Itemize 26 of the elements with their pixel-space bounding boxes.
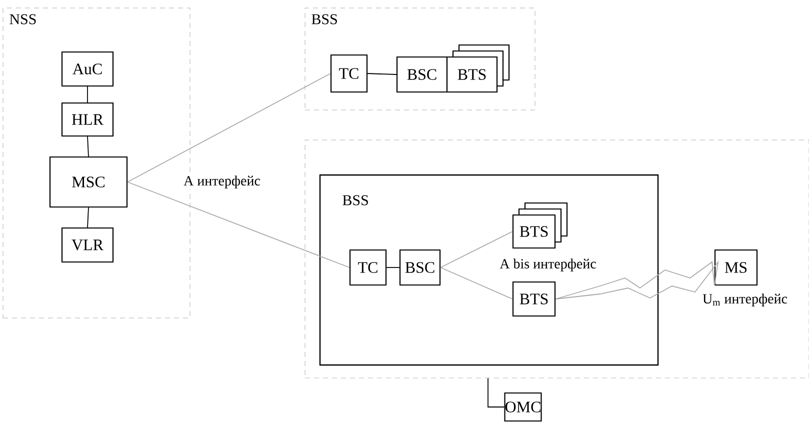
connector-line [87, 86, 88, 103]
component-box: BSC [396, 56, 448, 93]
stacked-box: BTS [512, 202, 568, 249]
component-box: BSC [399, 249, 441, 286]
component-box: AuC [61, 51, 114, 87]
component-box: VLR [61, 227, 114, 263]
connector-line [87, 136, 89, 157]
connector-line [127, 73, 331, 182]
edge-label: U$_{m}$ интерфейс [701, 292, 789, 308]
component-box: BTS [512, 281, 556, 317]
component-box: HLR [61, 102, 114, 137]
stacked-box: BTS [446, 44, 510, 93]
connector-line [367, 73, 397, 75]
edge-label: A интерфейс [182, 174, 262, 190]
component-box: MSC [49, 156, 128, 208]
edge-label: A bis интерфейс [498, 258, 598, 272]
connector-line [87, 207, 89, 228]
connector-line [386, 267, 400, 268]
connector-line [440, 231, 513, 268]
component-box: OMC [504, 392, 542, 422]
component-box: MS [714, 249, 758, 286]
component-box: TC [349, 249, 387, 286]
connector-line [127, 182, 350, 268]
component-box: TC [330, 54, 368, 93]
connector-line [488, 378, 505, 408]
connector-line [440, 267, 513, 300]
